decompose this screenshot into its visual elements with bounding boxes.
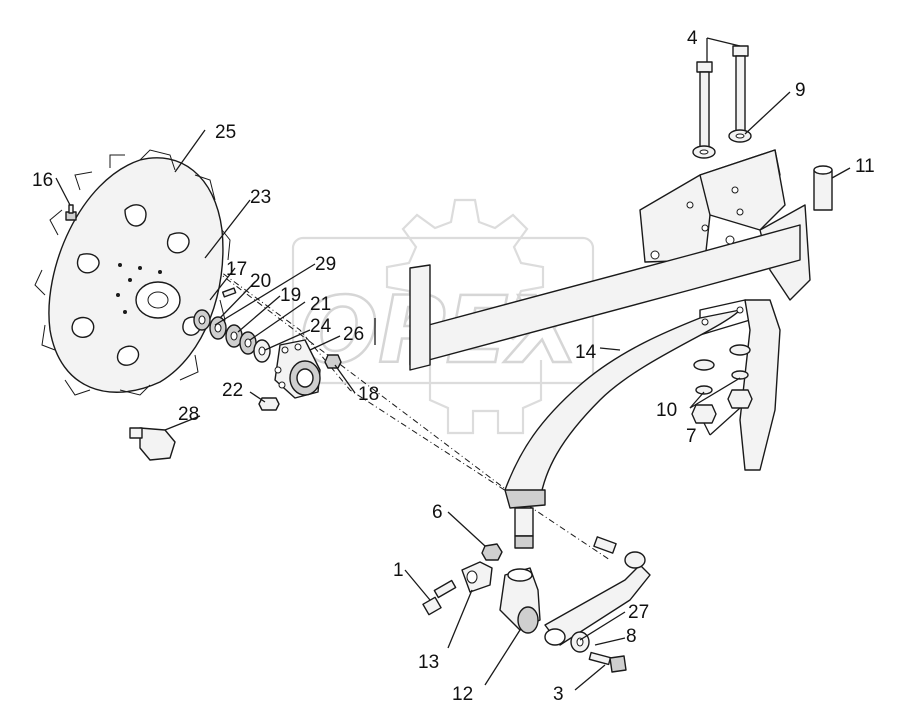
part-25-disc [34, 149, 231, 396]
callout-8: 8 [626, 626, 637, 647]
callout-13: 13 [418, 652, 439, 673]
callout-21: 21 [310, 294, 331, 315]
part-28-cap [129, 427, 176, 461]
frame-bracket [409, 149, 811, 509]
callout-23: 23 [250, 187, 271, 208]
part-19-20-21-24-rings [193, 309, 271, 363]
callout-4: 4 [687, 28, 698, 49]
part-6-nut [481, 543, 503, 561]
watermark-gear-lower [428, 360, 543, 435]
part-3-bolt [588, 651, 627, 673]
part-1-bolt [422, 579, 457, 616]
leader-lines [55, 37, 851, 691]
part-10-washers [693, 344, 751, 395]
callout-26: 26 [343, 324, 364, 345]
part-post [514, 507, 534, 549]
part-16-bolt [65, 204, 77, 221]
part-17-stud [221, 287, 237, 298]
callout-labels: 4 9 11 25 16 23 17 20 29 19 21 24 26 22 … [32, 28, 875, 705]
watermark-gear [385, 198, 545, 356]
callout-9: 9 [795, 80, 806, 101]
part-26-hub [274, 339, 321, 399]
part-11-sleeve [813, 165, 833, 211]
callout-19: 19 [280, 285, 301, 306]
callout-12: 12 [452, 684, 473, 705]
callout-28: 28 [178, 404, 199, 425]
part-18-nut [324, 354, 342, 369]
callout-6: 6 [432, 502, 443, 523]
callout-3: 3 [553, 684, 564, 705]
part-12-knuckle [499, 567, 541, 634]
callout-16: 16 [32, 170, 53, 191]
callout-22: 22 [222, 380, 243, 401]
callout-25: 25 [215, 122, 236, 143]
callout-18: 18 [358, 384, 379, 405]
hub-axis-line [149, 219, 521, 501]
callout-14: 14 [575, 342, 597, 363]
callout-17: 17 [226, 259, 247, 280]
part-13-clamp [461, 561, 493, 593]
callout-7: 7 [686, 426, 697, 447]
callout-24: 24 [310, 316, 332, 337]
callout-11: 11 [855, 156, 875, 177]
callout-20: 20 [250, 271, 271, 292]
part-8-washer [570, 631, 590, 653]
part-27-lever [544, 536, 651, 646]
callout-27: 27 [628, 602, 649, 623]
part-7-nuts [691, 389, 753, 424]
callout-1: 1 [393, 560, 404, 581]
callout-10: 10 [656, 400, 677, 421]
callout-29: 29 [315, 254, 336, 275]
